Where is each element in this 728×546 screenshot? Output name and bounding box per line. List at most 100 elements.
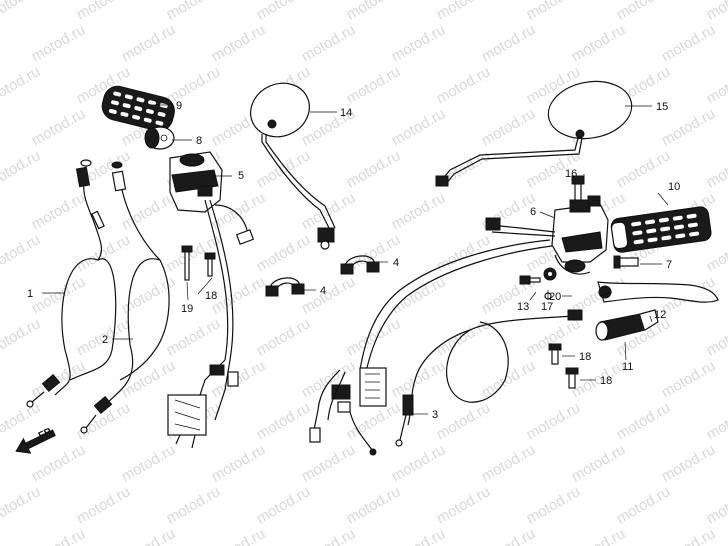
watermark-text: motod.ru xyxy=(0,63,43,107)
leader-lines xyxy=(42,104,669,415)
watermark-text: motod.ru xyxy=(569,21,629,65)
callout-number: 15 xyxy=(656,101,668,113)
watermark-text: motod.ru xyxy=(704,0,728,23)
watermark-text: motod.ru xyxy=(0,231,43,275)
throttle-cable-b xyxy=(395,309,583,447)
clamp-b xyxy=(340,255,380,275)
watermark-text: motod.ru xyxy=(299,441,359,485)
callout-number: 20 xyxy=(549,291,561,303)
callout-number: 18 xyxy=(579,351,591,363)
screw-right-a xyxy=(548,343,562,365)
watermark-text: motod.ru xyxy=(209,441,269,485)
callout-number: 10 xyxy=(668,181,680,193)
left-grip xyxy=(101,85,175,132)
watermark-text: motod.ru xyxy=(389,441,449,485)
watermark-text: motod.ru xyxy=(119,441,179,485)
watermark-text: motod.ru xyxy=(389,273,449,317)
clutch-cable xyxy=(26,159,117,408)
screw-left-a xyxy=(181,245,193,281)
watermark-text: motod.ru xyxy=(704,63,728,107)
left-mirror xyxy=(250,82,336,250)
watermark-text: motod.ru xyxy=(614,483,674,527)
watermark-text: motod.ru xyxy=(434,399,494,443)
pivot-pin xyxy=(613,255,639,269)
watermark-text: motod.ru xyxy=(389,189,449,233)
watermark-text: motod.ru xyxy=(389,357,449,401)
watermark-text: motod.ru xyxy=(209,525,269,546)
watermark-text: motod.ru xyxy=(299,273,359,317)
watermark-text: motod.ru xyxy=(434,0,494,23)
watermark-text: motod.ru xyxy=(344,63,404,107)
watermark-text: motod.ru xyxy=(524,483,584,527)
watermark-text: motod.ru xyxy=(524,399,584,443)
clamp-a xyxy=(265,277,305,297)
watermark-text: motod.ru xyxy=(389,21,449,65)
callout-number: 12 xyxy=(654,309,666,321)
watermark-text: motod.ru xyxy=(344,483,404,527)
watermark-text: motod.ru xyxy=(254,399,314,443)
screw-right-b xyxy=(565,367,579,389)
watermark-text: motod.ru xyxy=(29,441,89,485)
watermark-text: motod.ru xyxy=(479,21,539,65)
watermark-text: motod.ru xyxy=(479,441,539,485)
nut-20 xyxy=(543,267,557,281)
watermark-text: motod.ru xyxy=(659,441,719,485)
watermark-text: motod.ru xyxy=(344,315,404,359)
callout-number: 19 xyxy=(181,303,193,315)
callout-number: 7 xyxy=(666,259,672,271)
watermark-text: motod.ru xyxy=(74,0,134,23)
callout-number: 13 xyxy=(517,301,529,313)
watermark-text: motod.ru xyxy=(254,315,314,359)
callout-number: 17 xyxy=(541,301,553,313)
watermark-text: motod.ru xyxy=(434,315,494,359)
brake-lever xyxy=(597,281,719,303)
watermark-text: motod.ru xyxy=(119,21,179,65)
grip-end-collar xyxy=(144,126,175,150)
watermark-text: motod.ru xyxy=(0,147,43,191)
lever-holder xyxy=(595,309,659,341)
watermark-text: motod.ru xyxy=(704,147,728,191)
watermark-text: motod.ru xyxy=(29,21,89,65)
callout-number: 18 xyxy=(205,290,217,302)
front-marker-label: FR. xyxy=(37,425,56,442)
throttle-cable-a xyxy=(80,161,170,434)
watermark-text: motod.ru xyxy=(434,231,494,275)
callout-number: 4 xyxy=(393,257,399,269)
watermark-text: motod.ru xyxy=(479,525,539,546)
watermark-text: motod.ru xyxy=(209,21,269,65)
callout-number: 3 xyxy=(432,409,438,421)
watermark-text: motod.ru xyxy=(344,0,404,23)
callout-number: 6 xyxy=(530,206,536,218)
watermark-text: motod.ru xyxy=(434,483,494,527)
watermark-text: motod.ru xyxy=(299,525,359,546)
watermark-text: motod.ru xyxy=(704,315,728,359)
watermark-text: motod.ru xyxy=(299,21,359,65)
watermark-text: motod.ru xyxy=(119,189,179,233)
right-handlebar-switch xyxy=(485,195,609,275)
watermark-text: motod.ru xyxy=(524,0,584,23)
watermark-text: motod.ru xyxy=(614,399,674,443)
callout-number: 8 xyxy=(196,135,202,147)
watermark-text: motod.ru xyxy=(209,273,269,317)
watermark-text: motod.ru xyxy=(344,147,404,191)
watermark-text: motod.ru xyxy=(569,357,629,401)
front-arrow-icon xyxy=(15,429,56,454)
watermark-text: motod.ru xyxy=(164,0,224,23)
watermark-text: motod.ru xyxy=(29,525,89,546)
watermark-text: motod.ru xyxy=(479,105,539,149)
watermark-text: motod.ru xyxy=(29,273,89,317)
watermark-text: motod.ru xyxy=(704,483,728,527)
watermark-text: motod.ru xyxy=(389,525,449,546)
watermark-text: motod.ru xyxy=(29,105,89,149)
watermark-text: motod.ru xyxy=(254,147,314,191)
right-grip xyxy=(610,206,712,253)
watermark-text: motod.ru xyxy=(74,231,134,275)
watermark-text: motod.ru xyxy=(254,0,314,23)
parts-layer xyxy=(15,80,719,456)
right-switch-harness xyxy=(309,239,553,456)
watermark-text: motod.ru xyxy=(119,525,179,546)
watermark-text: motod.ru xyxy=(659,357,719,401)
callout-number: 11 xyxy=(622,361,633,373)
